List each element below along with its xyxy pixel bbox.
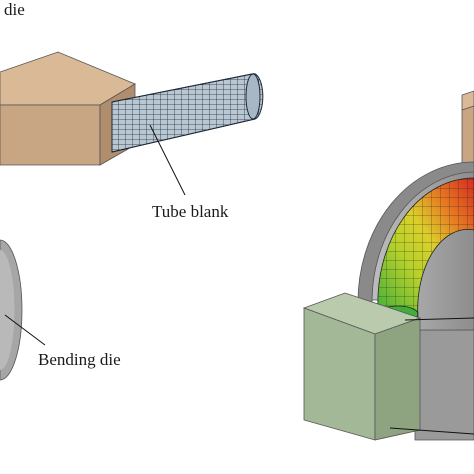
bending-die-left: [0, 239, 23, 381]
right-assembly: [302, 90, 474, 441]
leader-right-lower: [389, 427, 474, 435]
left-assembly: die Tube blank Bending die: [0, 0, 264, 381]
label-die: die: [4, 0, 25, 19]
leader-right-upper: [404, 317, 474, 321]
label-tube-blank: Tube blank: [152, 202, 229, 221]
clamp-die: [302, 292, 422, 441]
leader-bending-die: [4, 314, 46, 346]
pressure-die-right: [461, 90, 474, 173]
tube-blank-mesh: [111, 73, 264, 153]
leader-tube-blank: [149, 124, 186, 196]
label-bending-die: Bending die: [38, 350, 121, 369]
